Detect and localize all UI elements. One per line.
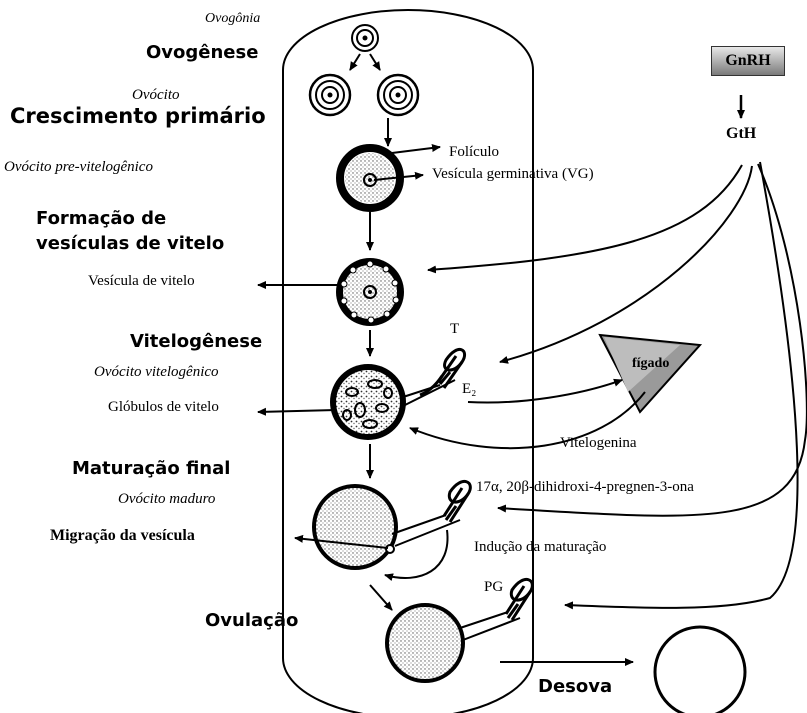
- yolk-globules-pointer: [258, 410, 336, 412]
- oogonium-arrow-left: [350, 54, 360, 70]
- vitellogenin-label: Vitelogenina: [560, 436, 637, 451]
- oogonium-cell: [352, 25, 378, 51]
- yolk-vesicle-formation-label-2: vesículas de vitelo: [36, 235, 224, 253]
- mature-oocyte: [314, 486, 396, 568]
- oogonium-arrow-right: [370, 54, 380, 70]
- liver-label: fígado: [632, 357, 669, 371]
- oocyte-label: Ovócito: [132, 88, 179, 103]
- follicle-cell-coil-1: [420, 349, 465, 395]
- oocyte-cell-left: [310, 75, 350, 115]
- oogonia-label: Ovogônia: [205, 12, 260, 26]
- ovulation-arrow: [370, 585, 392, 610]
- vitellogenic-oocyte-label: Ovócito vitelogênico: [94, 365, 219, 380]
- gth-to-follicle-coil-arrow: [500, 166, 752, 362]
- ovulation-stage-label: Ovulação: [205, 612, 298, 630]
- primary-growth-stage-label: Crescimento primário: [10, 106, 266, 127]
- testosterone-label: T: [450, 322, 459, 337]
- yolk-globules-label: Glóbulos de vitelo: [108, 400, 219, 415]
- follicle-cell-coil-2: [444, 481, 470, 522]
- oocyte-cell-right: [378, 75, 418, 115]
- coil-1-line-b: [405, 380, 455, 405]
- spawned-egg: [655, 627, 745, 713]
- final-maturation-stage-label: Maturação final: [72, 460, 230, 478]
- prostaglandin-label: PG: [484, 580, 503, 595]
- yolk-vesicle-label: Vesícula de vitelo: [88, 274, 195, 289]
- vitellogenic-oocyte: [330, 364, 406, 440]
- yolk-vesicle-oocyte: [336, 258, 404, 326]
- mature-oocyte-label: Ovócito maduro: [118, 492, 215, 507]
- ovulated-oocyte: [387, 605, 463, 681]
- coil-3-line-b: [463, 618, 520, 640]
- estradiol-label: E₂: [462, 382, 476, 397]
- follicle-label: Folículo: [449, 145, 499, 160]
- spawning-label: Desova: [538, 678, 612, 696]
- e2-to-liver-arrow: [468, 380, 622, 403]
- maturation-hormone-label: 17α, 20β-dihidroxi-4-pregnen-3-ona: [476, 480, 694, 495]
- follicle-pointer: [392, 147, 440, 153]
- oogenesis-stage-label: Ovogênese: [146, 44, 258, 62]
- follicle-cell-coil-3: [506, 579, 532, 620]
- gnrh-box: GnRH: [711, 46, 785, 76]
- previtellogenic-oocyte-label: Ovócito pre-vitelogênico: [4, 160, 153, 175]
- gth-label: GtH: [726, 126, 756, 142]
- coil-2-line-a: [392, 515, 446, 534]
- vitellogenesis-stage-label: Vitelogênese: [130, 333, 262, 351]
- maturation-induction-label: Indução da maturação: [474, 540, 606, 555]
- coil-2-line-b: [395, 520, 460, 546]
- gv-migration-label: Migração da vesícula: [50, 528, 195, 544]
- germinal-vesicle-label: Vesícula germinativa (VG): [432, 167, 594, 182]
- yolk-vesicle-formation-label-1: Formação de: [36, 210, 166, 228]
